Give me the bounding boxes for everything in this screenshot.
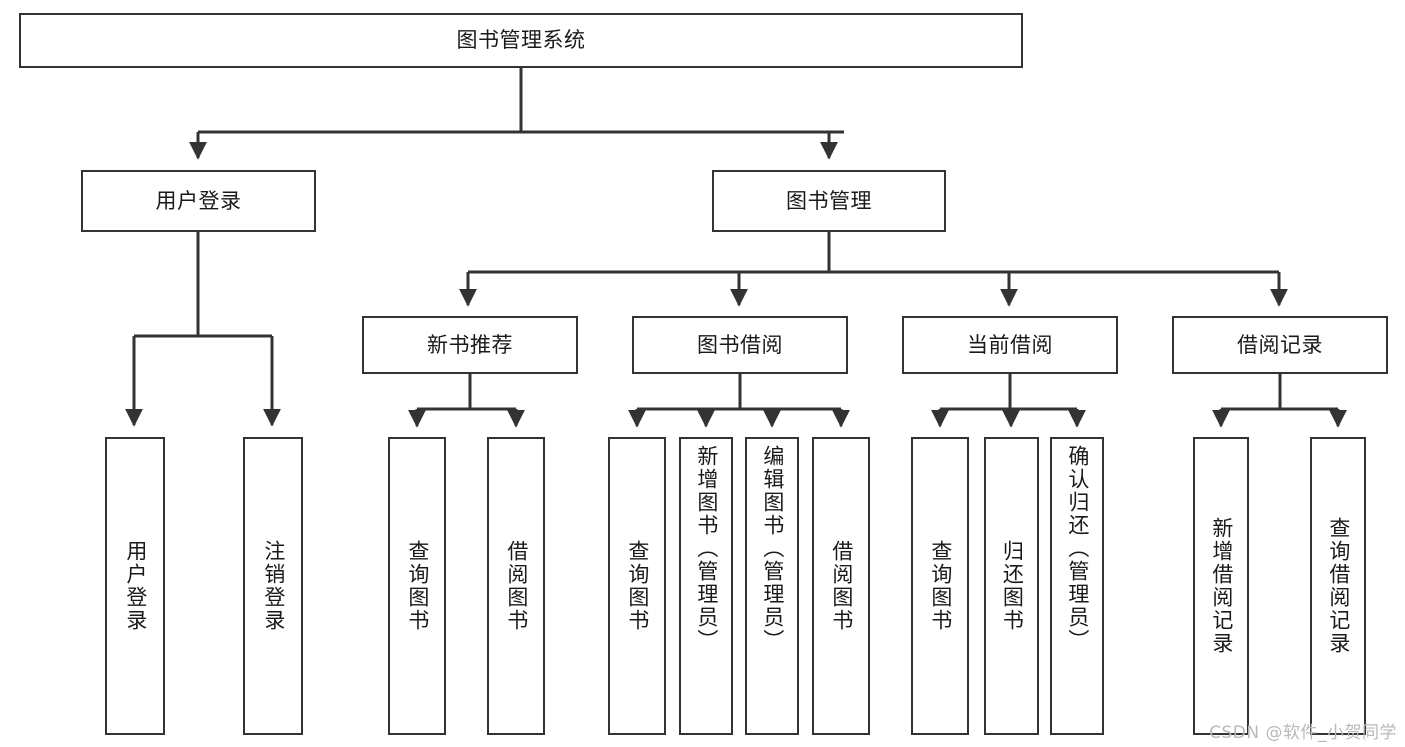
node-leaf-borrow-book-2-label: 借阅图书 [829, 540, 854, 632]
csdn-watermark: CSDN @软件_小贺同学 [1209, 723, 1397, 743]
node-leaf-add-book-admin[interactable]: 新增图书（管理员） [679, 437, 733, 735]
node-leaf-confirm-return-admin[interactable]: 确认归还（管理员） [1050, 437, 1104, 735]
node-leaf-borrow-book-1[interactable]: 借阅图书 [487, 437, 545, 735]
node-leaf-query-book-3[interactable]: 查询图书 [911, 437, 969, 735]
node-leaf-return-book-label: 归还图书 [1000, 540, 1025, 632]
node-root-label: 图书管理系统 [456, 28, 586, 53]
node-borrow-record[interactable]: 借阅记录 [1172, 316, 1388, 374]
node-leaf-user-login[interactable]: 用户登录 [105, 437, 165, 735]
node-leaf-add-borrow-record-label: 新增借阅记录 [1209, 517, 1234, 655]
node-leaf-logout-login-label: 注销登录 [261, 540, 286, 632]
edge-group-root [189, 68, 844, 160]
node-leaf-user-login-label: 用户登录 [123, 540, 148, 632]
edge-group-book-borrow [628, 374, 850, 428]
node-leaf-borrow-book-1-label: 借阅图书 [504, 540, 529, 632]
node-user-login-label: 用户登录 [155, 188, 242, 213]
edge-group-user-login [125, 232, 281, 427]
node-root[interactable]: 图书管理系统 [19, 13, 1023, 68]
node-leaf-borrow-book-2[interactable]: 借阅图书 [812, 437, 870, 735]
node-new-book-recommend[interactable]: 新书推荐 [362, 316, 578, 374]
node-book-borrow-label: 图书借阅 [697, 332, 783, 357]
node-leaf-edit-book-admin-label: 编辑图书（管理员） [760, 445, 785, 652]
node-leaf-logout-login[interactable]: 注销登录 [243, 437, 303, 735]
node-borrow-record-label: 借阅记录 [1237, 332, 1323, 357]
node-leaf-query-book-2[interactable]: 查询图书 [608, 437, 666, 735]
node-leaf-query-book-2-label: 查询图书 [625, 540, 650, 632]
node-current-borrow[interactable]: 当前借阅 [902, 316, 1118, 374]
node-current-borrow-label: 当前借阅 [967, 332, 1053, 357]
node-new-book-recommend-label: 新书推荐 [427, 332, 513, 357]
node-leaf-return-book[interactable]: 归还图书 [984, 437, 1039, 735]
node-book-management-label: 图书管理 [786, 188, 872, 213]
node-leaf-query-borrow-record[interactable]: 查询借阅记录 [1310, 437, 1366, 735]
node-leaf-query-book-1[interactable]: 查询图书 [388, 437, 446, 735]
node-leaf-query-book-3-label: 查询图书 [928, 540, 953, 632]
node-leaf-edit-book-admin[interactable]: 编辑图书（管理员） [745, 437, 799, 735]
edge-group-new-book-recommend [408, 374, 525, 428]
node-leaf-confirm-return-admin-label: 确认归还（管理员） [1065, 445, 1090, 652]
node-book-management[interactable]: 图书管理 [712, 170, 946, 232]
edge-group-borrow-record [1212, 374, 1347, 428]
node-book-borrow[interactable]: 图书借阅 [632, 316, 848, 374]
node-leaf-add-borrow-record[interactable]: 新增借阅记录 [1193, 437, 1249, 735]
node-leaf-query-borrow-record-label: 查询借阅记录 [1326, 517, 1351, 655]
node-leaf-query-book-1-label: 查询图书 [405, 540, 430, 632]
node-user-login[interactable]: 用户登录 [81, 170, 316, 232]
edge-group-book-management [459, 232, 1288, 307]
node-leaf-add-book-admin-label: 新增图书（管理员） [694, 445, 719, 652]
edge-group-current-borrow [931, 374, 1086, 428]
